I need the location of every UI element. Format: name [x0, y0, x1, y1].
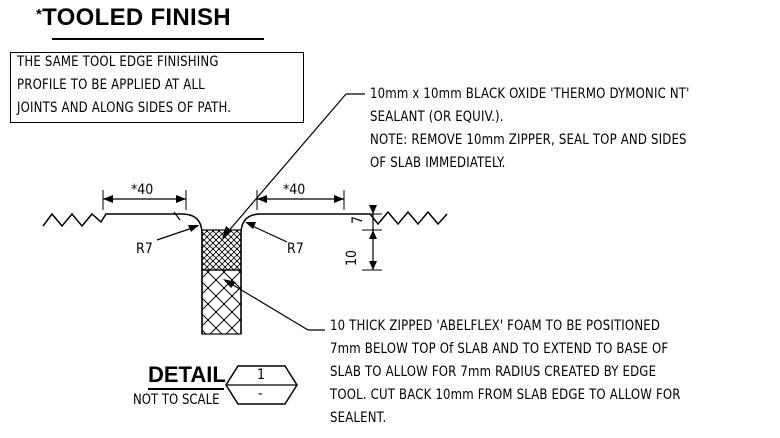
note-line-1: THE SAME TOOL EDGE FINISHING	[17, 54, 219, 70]
depth-arrow-bottom	[369, 261, 377, 270]
right-radius-arrow	[245, 222, 256, 229]
foam-note-line-5: SEALENT.	[330, 410, 387, 426]
right-radius-label: R7	[287, 241, 304, 257]
sealant-leader-arrow	[222, 226, 232, 239]
detail-label: DETAIL	[148, 362, 226, 387]
left-radius-tick	[173, 211, 181, 221]
right-width-arrow-1	[257, 195, 267, 203]
foam-block	[201, 269, 242, 335]
sealant-note-line-4: OF SLAB IMMEDIATELY.	[370, 155, 506, 171]
left-width-arrow-1	[103, 195, 113, 203]
sealant-note-line-3: NOTE: REMOVE 10mm ZIPPER, SEAL TOP AND S…	[370, 132, 687, 148]
foam-note-line-4: TOOL. CUT BACK 10mm FROM SLAB EDGE TO AL…	[330, 387, 681, 403]
sealant-block	[201, 229, 242, 271]
drawing-title: *TOOLED FINISH	[36, 4, 231, 32]
detail-scale: NOT TO SCALE	[133, 392, 220, 408]
foam-note-line-2: 7mm BELOW TOP Of SLAB AND TO EXTEND TO B…	[330, 341, 669, 357]
foam-note-line-3: SLAB TO ALLOW FOR 7mm RADIUS CREATED BY …	[330, 364, 657, 380]
general-note-box: THE SAME TOOL EDGE FINISHING PROFILE TO …	[10, 52, 304, 123]
title-underline	[52, 38, 264, 40]
detail-number: 1	[257, 367, 266, 383]
right-slab-edge	[240, 213, 370, 334]
sealant-note-line-1: 10mm x 10mm BLACK OXIDE 'THERMO DYMONIC …	[370, 86, 690, 102]
foam-leader	[227, 281, 309, 331]
left-radius-arrow	[188, 225, 199, 232]
sealant-leader	[225, 93, 347, 235]
left-slab-break-line	[42, 212, 182, 228]
right-width-arrow-2	[334, 195, 344, 203]
title-asterisk: *	[36, 6, 43, 23]
detail-underline	[148, 388, 224, 390]
left-width-arrow-2	[176, 195, 186, 203]
title-text: TOOLED FINISH	[42, 4, 231, 31]
foam-leader-arrow	[223, 279, 236, 288]
note-line-2: PROFILE TO BE APPLIED AT ALL	[17, 77, 205, 93]
left-radius-label: R7	[136, 241, 153, 257]
note-line-3: JOINTS AND ALONG SIDES OF PATH.	[17, 100, 232, 116]
sealant-note-line-2: SEALANT (OR EQUIV.).	[370, 109, 504, 125]
right-width-dimension: *40	[283, 182, 306, 198]
left-width-dimension: *40	[131, 182, 154, 198]
depth-arrow-top	[369, 205, 377, 214]
depth-arrow-mid	[369, 230, 377, 239]
detail-sheet: -	[258, 386, 263, 402]
right-radius-leader	[247, 223, 288, 243]
right-slab-break-line	[369, 210, 448, 226]
left-slab-edge	[181, 213, 203, 334]
foam-note-line-1: 10 THICK ZIPPED 'ABELFLEX' FOAM TO BE PO…	[330, 318, 661, 334]
